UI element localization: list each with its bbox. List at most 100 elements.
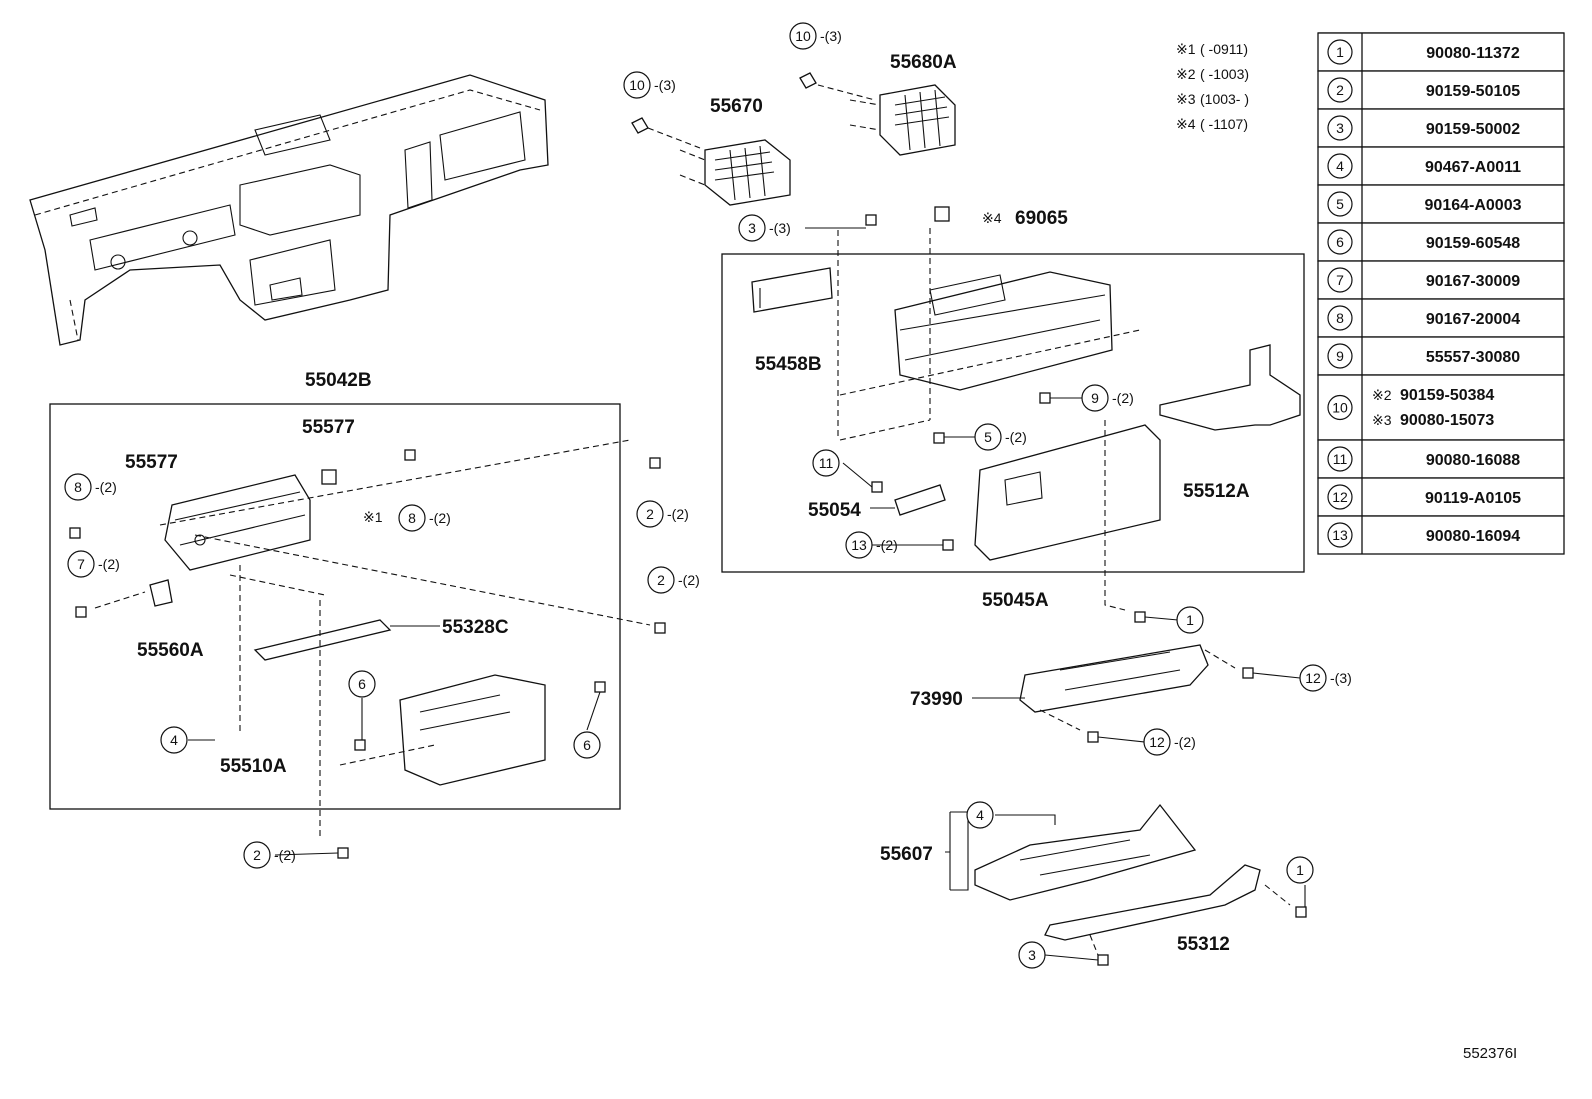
label-69065: 69065 [1015,208,1068,229]
callout-2: 2 -(2) [243,841,296,869]
glove-box-door [974,424,1161,561]
table-ref-circle [1327,484,1353,510]
callout-number: 2 [253,847,261,863]
table-part-number: 90164-A0003 [1425,197,1522,214]
table-ref: 13 [1332,527,1348,543]
latch-55560A [94,579,173,609]
callout-quantity: -(3) [820,28,842,44]
label-55458B: 55458B [755,354,822,375]
callout-number: 6 [583,737,591,753]
table-ref-circle [1327,305,1353,331]
callout-number: 11 [819,455,834,471]
table-part-number: 90159-50002 [1426,121,1520,138]
mark-note-4: ※4 [982,210,1002,226]
table-part-number: 90080-15073 [1400,412,1494,429]
callout-quantity: -(2) [876,537,898,553]
callout-number: 10 [795,28,811,44]
note-range: (1003- ) [1200,91,1249,107]
table-row: 5 90164-A0003 [1317,184,1565,224]
callout-circle [845,531,873,559]
callout-quantity: -(2) [274,847,296,863]
table-part-number: 90159-50105 [1426,83,1520,100]
callout-circle [243,841,271,869]
label-55054: 55054 [808,500,861,521]
assembly-box-55045A [721,253,1305,573]
table-part-number: 90159-60548 [1426,235,1520,252]
note-range: ( -1003) [1200,66,1249,82]
callout-number: 3 [1028,947,1036,963]
callouts: 10-(3)10-(3)3-(3)9-(2)5-(2)1113-(2)112-(… [64,22,1352,969]
table-ref-circle [1327,522,1353,548]
table-ref-circle [1327,39,1353,65]
callout-12: 12-(3) [1299,664,1352,692]
callout-13: 13 -(2) [845,531,898,559]
callout-number: 1 [1296,862,1304,878]
callout-8: 8-(2) [64,473,117,501]
rail-55328C [253,619,440,661]
callout-circle [647,566,675,594]
table-part-number: 90167-20004 [1426,311,1520,328]
note-mark: ※3 [1176,91,1196,107]
callout-6: 6 [348,670,376,698]
table-ref: 9 [1336,348,1344,364]
table-ref: 12 [1332,489,1348,505]
table-part-number: 90167-30009 [1426,273,1520,290]
callout-number: 2 [657,572,665,588]
table-note-mark: ※2 [1372,387,1392,403]
callout-quantity: -(3) [1330,670,1352,686]
table-part-number: 90159-50384 [1400,387,1494,404]
callout-1: 1 [1286,856,1314,884]
callout-circle [1081,384,1109,412]
table-row: 13 90080-16094 [1317,515,1565,555]
table-part-number: 90467-A0011 [1425,159,1521,176]
table-ref: 5 [1336,196,1344,212]
callout-number: 12 [1149,734,1165,750]
callout-circle [348,670,376,698]
table-ref-circle [1327,153,1353,179]
table-ref: 10 [1332,400,1348,416]
mark-note-1: ※1 [363,509,383,525]
callout-number: 8 [408,510,416,526]
callout-quantity: -(2) [98,556,120,572]
table-ref: 1 [1336,44,1344,60]
table-part-number: 90080-16094 [1426,528,1520,545]
table-ref: 4 [1336,158,1344,174]
callout-6: 6 [573,731,601,759]
table-row: 9 55557-30080 [1317,336,1565,376]
table-ref: 8 [1336,310,1344,326]
callout-quantity: -(2) [667,506,689,522]
callout-number: 13 [851,537,867,553]
table-part-number: 55557-30080 [1426,349,1520,366]
callout-9: 9-(2) [1081,384,1134,412]
table-ref-circle [1327,343,1353,369]
callout-4: 4 [966,801,994,829]
callout-circle [1018,941,1046,969]
callout-circle [623,71,651,99]
callout-quantity: -(2) [429,510,451,526]
callout-circle [1299,664,1327,692]
note-range: ( -0911) [1200,41,1248,57]
callout-circle [974,423,1002,451]
callout-number: 1 [1186,612,1194,628]
callout-number: 6 [358,676,366,692]
label-55560A: 55560A [137,640,204,661]
table-ref-circle [1327,446,1353,472]
callout-quantity: -(2) [1005,429,1027,445]
damper-55054 [870,484,946,516]
glove-box-housing [837,228,1141,441]
label-55312: 55312 [1177,934,1230,955]
callout-quantity: -(2) [1112,390,1134,406]
callout-circle [67,550,95,578]
label-55042B: 55042B [305,370,372,391]
label-55607: 55607 [880,844,933,865]
callout-circle [789,22,817,50]
note-mark: ※1 [1176,41,1196,57]
callout-3: 3-(3) [738,214,791,242]
table-ref-circle [1327,115,1353,141]
label-73990: 73990 [910,689,963,710]
callout-2: 2-(2) [636,500,689,528]
